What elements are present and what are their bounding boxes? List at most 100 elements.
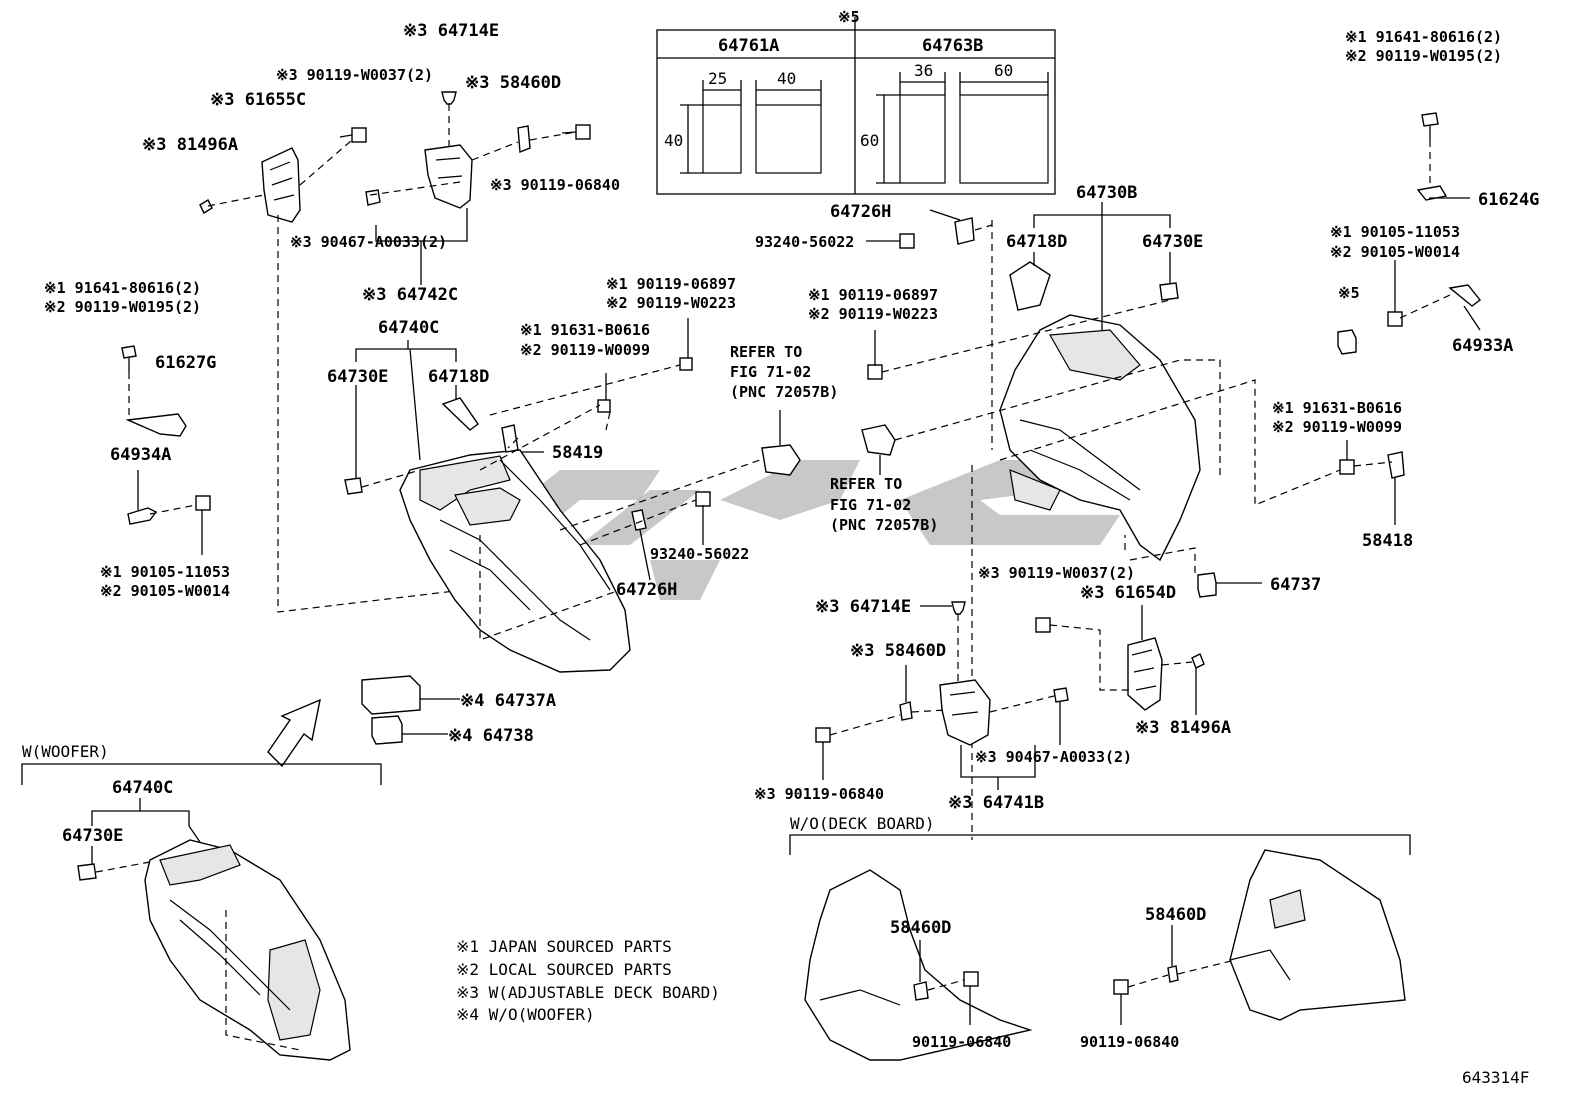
- label-90105-W0014-right[interactable]: ※2 90105-W0014: [1330, 243, 1460, 261]
- label-90105-W0014-left[interactable]: ※2 90105-W0014: [100, 582, 230, 600]
- label-64738[interactable]: ※4 64738: [448, 726, 534, 746]
- label-90119-W0099-mid[interactable]: ※2 90119-W0099: [520, 341, 650, 359]
- clip-64714E-right: [951, 601, 966, 615]
- label-90467-right[interactable]: ※3 90467-A0033(2): [975, 748, 1132, 766]
- label-refer2-line1[interactable]: REFER TO: [830, 475, 902, 493]
- label-64718D-left[interactable]: 64718D: [428, 367, 489, 387]
- labels-top-right: ※1 91641-80616(2) ※2 90119-W0195(2) 6162…: [1272, 28, 1539, 551]
- labels-right: 64726H 93240-56022 64730B 64718D 64730E …: [754, 183, 1321, 813]
- label-61627G[interactable]: 61627G: [155, 353, 216, 373]
- bolt-93240-right: [866, 233, 915, 249]
- pad-64737: [1197, 572, 1217, 598]
- label-90119-W0223-mid[interactable]: ※2 90119-W0223: [606, 294, 736, 312]
- label-64730B[interactable]: 64730B: [1076, 183, 1137, 203]
- label-64763B[interactable]: 64763B: [922, 36, 983, 56]
- connector-refer1: [761, 444, 801, 476]
- label-64726H-mid[interactable]: 64726H: [616, 580, 677, 600]
- deck-panel-left: [804, 869, 1033, 1061]
- label-90467-left[interactable]: ※3 90467-A0033(2): [290, 233, 447, 251]
- label-61655C[interactable]: ※3 61655C: [210, 90, 306, 110]
- label-81496A-left[interactable]: ※3 81496A: [142, 135, 238, 155]
- label-91631-mid[interactable]: ※1 91631-B0616: [520, 321, 650, 339]
- label-90119-06840-b2[interactable]: 90119-06840: [1080, 1033, 1179, 1051]
- label-64740C-bottom[interactable]: 64740C: [112, 778, 173, 798]
- label-90119-W0223-right[interactable]: ※2 90119-W0223: [808, 305, 938, 323]
- label-refer1-line2[interactable]: FIG 71-02: [730, 363, 811, 381]
- bracket-58418: [1387, 451, 1405, 479]
- label-64740C[interactable]: 64740C: [378, 318, 439, 338]
- label-91641-left[interactable]: ※1 91641-80616(2): [44, 279, 201, 297]
- plate-64718D-left: [441, 397, 479, 431]
- label-refer1-line3[interactable]: (PNC 72057B): [730, 383, 838, 401]
- label-wo-deck-board[interactable]: W/O(DECK BOARD): [790, 814, 935, 833]
- label-58419[interactable]: 58419: [552, 443, 603, 463]
- label-refer1-line1[interactable]: REFER TO: [730, 343, 802, 361]
- bolt-91641-right: [1421, 112, 1439, 140]
- label-91631-right[interactable]: ※1 91631-B0616: [1272, 399, 1402, 417]
- label-90119-W0099-right[interactable]: ※2 90119-W0099: [1272, 418, 1402, 436]
- label-90119-06840-top[interactable]: ※3 90119-06840: [490, 176, 620, 194]
- label-90119-W0195-left[interactable]: ※2 90119-W0195(2): [44, 298, 201, 316]
- bolt-90119-06840-right: [815, 727, 831, 743]
- label-64714E-right[interactable]: ※3 64714E: [815, 597, 911, 617]
- label-64726H-right[interactable]: 64726H: [830, 202, 891, 222]
- label-64934A[interactable]: 64934A: [110, 445, 171, 465]
- label-93240-right[interactable]: 93240-56022: [755, 233, 854, 251]
- label-64714E-top[interactable]: ※3 64714E: [403, 21, 499, 41]
- label-64718D-right[interactable]: 64718D: [1006, 232, 1067, 252]
- legend-notes: ※1 JAPAN SOURCED PARTS ※2 LOCAL SOURCED …: [456, 937, 720, 1024]
- labels-table: ※5 64761A 64763B 25 40 40 36 60 60: [664, 8, 1013, 150]
- label-61624G[interactable]: 61624G: [1478, 190, 1539, 210]
- label-93240-mid[interactable]: 93240-56022: [650, 545, 749, 563]
- label-90119-06840-b1[interactable]: 90119-06840: [912, 1033, 1011, 1051]
- clip-58460D-top: [517, 125, 531, 154]
- label-64737A[interactable]: ※4 64737A: [460, 691, 556, 711]
- label-refer2-line3[interactable]: (PNC 72057B): [830, 516, 938, 534]
- label-81496A-right[interactable]: ※3 81496A: [1135, 718, 1231, 738]
- label-64761A[interactable]: 64761A: [718, 36, 779, 56]
- bracket-58419: [501, 424, 519, 453]
- labels-woofer: W(WOOFER) 64740C 64730E: [22, 742, 173, 846]
- note-3: ※3 W(ADJUSTABLE DECK BOARD): [456, 983, 720, 1002]
- label-64741B[interactable]: ※3 64741B: [948, 793, 1044, 813]
- label-64933A[interactable]: 64933A: [1452, 336, 1513, 356]
- label-90119-W0195-right[interactable]: ※2 90119-W0195(2): [1345, 47, 1502, 65]
- labels-mid: 64740C 64730E 64718D 58419 ※1 90119-0689…: [327, 275, 838, 746]
- label-61654D[interactable]: ※3 61654D: [1080, 583, 1176, 603]
- label-90119-06897-right[interactable]: ※1 90119-06897: [808, 286, 938, 304]
- clip-81496A-right: [1191, 653, 1205, 669]
- dimension-table: [656, 17, 1056, 195]
- label-64737[interactable]: 64737: [1270, 575, 1321, 595]
- label-90119-06840-right[interactable]: ※3 90119-06840: [754, 785, 884, 803]
- bolt-90105-right: [1387, 311, 1403, 327]
- label-90105-11053-left[interactable]: ※1 90105-11053: [100, 563, 230, 581]
- label-58460D-top[interactable]: ※3 58460D: [465, 73, 561, 93]
- nut-90467-right: [1053, 687, 1069, 703]
- note-4: ※4 W/O(WOOFER): [456, 1005, 595, 1024]
- label-58460D-right[interactable]: ※3 58460D: [850, 641, 946, 661]
- label-90119-W0037-right[interactable]: ※3 90119-W0037(2): [978, 564, 1135, 582]
- clip-64730E-right: [1159, 282, 1179, 301]
- nut-90467-left: [365, 189, 381, 206]
- figure-code: 643314F: [1462, 1068, 1529, 1087]
- bracket-61627G: [125, 413, 187, 437]
- clip-58460D-b2: [1167, 965, 1179, 983]
- label-58418[interactable]: 58418: [1362, 531, 1413, 551]
- arrow-indicator: [267, 698, 321, 768]
- label-64730E-bottom[interactable]: 64730E: [62, 826, 123, 846]
- labels-top-left: ※3 64714E ※3 90119-W0037(2) ※3 58460D ※3…: [142, 21, 620, 305]
- label-90119-06897-mid[interactable]: ※1 90119-06897: [606, 275, 736, 293]
- label-64742C[interactable]: ※3 64742C: [362, 285, 458, 305]
- dim-36: 36: [914, 61, 933, 80]
- label-91641-right[interactable]: ※1 91641-80616(2): [1345, 28, 1502, 46]
- label-refer2-line2[interactable]: FIG 71-02: [830, 496, 911, 514]
- label-woofer-section[interactable]: W(WOOFER): [22, 742, 109, 761]
- label-90119-W0037-top[interactable]: ※3 90119-W0037(2): [276, 66, 433, 84]
- label-58460D-b1[interactable]: 58460D: [890, 918, 951, 938]
- label-90105-11053-right[interactable]: ※1 90105-11053: [1330, 223, 1460, 241]
- label-64730E-right[interactable]: 64730E: [1142, 232, 1203, 252]
- label-star5-right[interactable]: ※5: [1338, 284, 1360, 302]
- label-58460D-b2[interactable]: 58460D: [1145, 905, 1206, 925]
- label-64730E-left[interactable]: 64730E: [327, 367, 388, 387]
